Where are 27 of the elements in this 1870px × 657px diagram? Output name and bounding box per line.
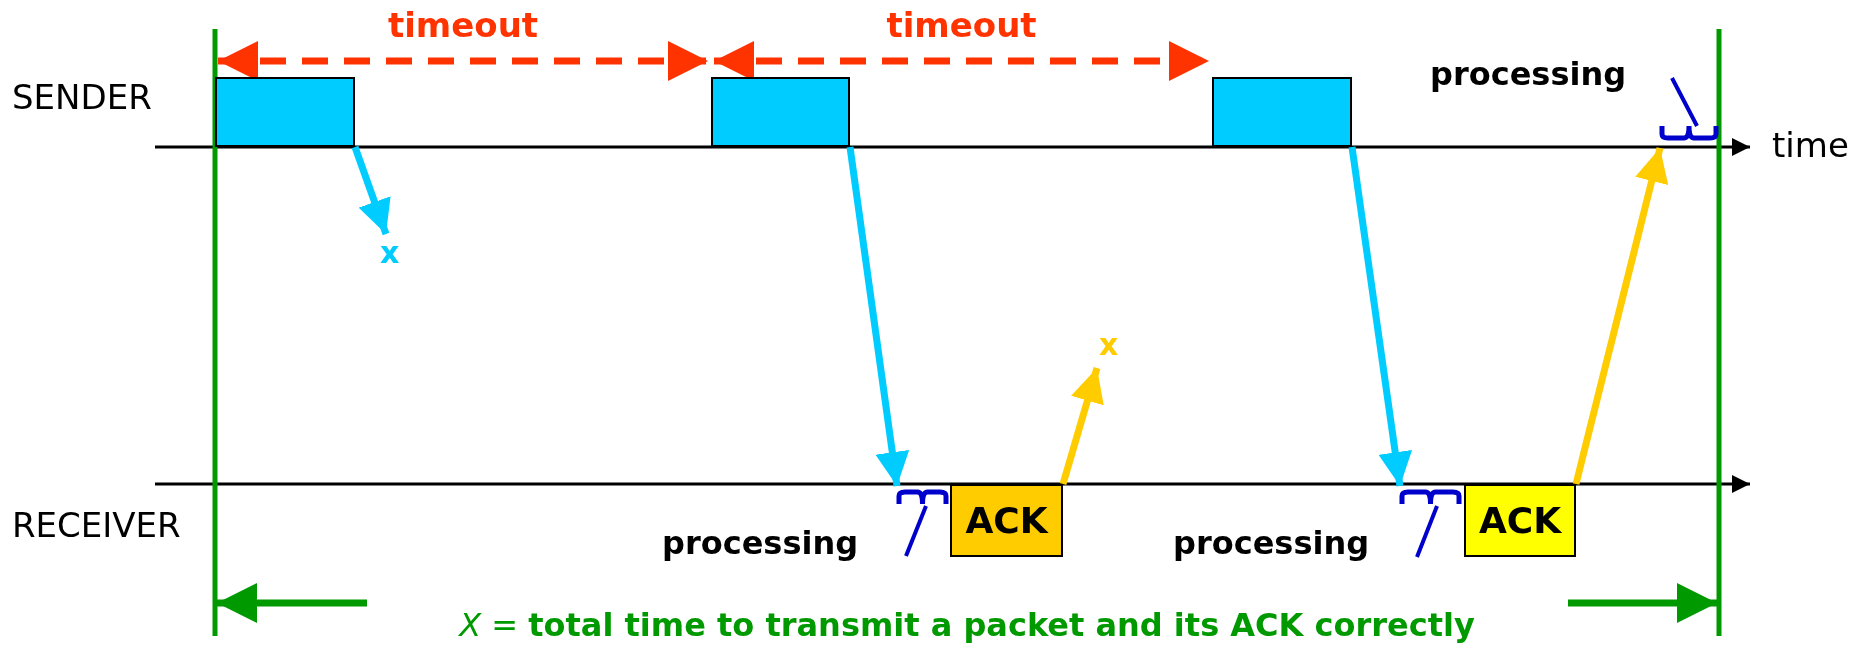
loss-mark: x [1099,330,1119,360]
leader-line [1670,77,1699,127]
brace [896,489,949,507]
lane-label: RECEIVER [12,508,181,542]
packet-box [215,77,355,147]
caption-text: X = total time to transmit a packet and its ACK correctly [459,609,1475,641]
edge-label: timeout [886,8,1037,42]
axis-label: time [1772,128,1849,162]
arrow [1572,147,1669,485]
brace [1659,123,1719,141]
brace [1399,489,1462,507]
arrow [351,145,391,236]
loss-mark: x [380,238,400,268]
leader-line [1415,505,1439,558]
leader-line [904,505,928,557]
packet-box [711,77,850,147]
arrow [1348,146,1413,487]
ack-box: ACK [950,484,1063,557]
arrow [1059,367,1104,485]
lane-label: SENDER [12,80,152,114]
edge-label: timeout [387,8,539,42]
processing-label: processing [1430,58,1627,90]
processing-label: processing [1173,527,1370,559]
processing-label: processing [662,527,859,559]
arrow [846,146,910,487]
packet-box [1212,77,1352,147]
ack-box: ACK [1464,484,1576,557]
